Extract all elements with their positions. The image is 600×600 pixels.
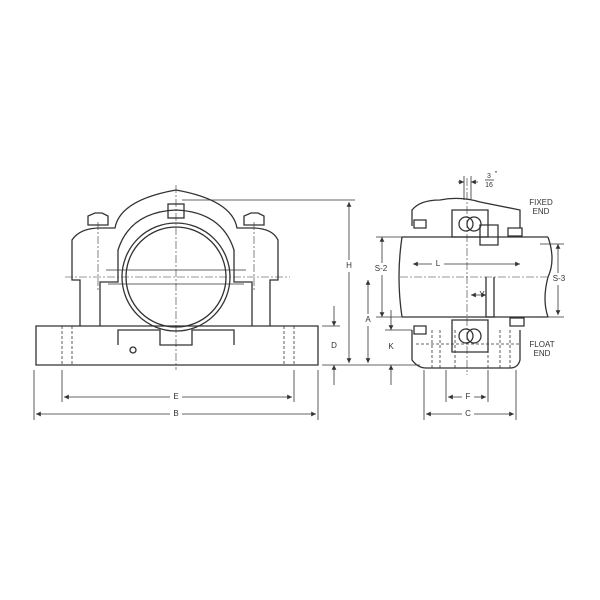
dim-H-label: H (346, 261, 352, 270)
offset-unit: " (495, 171, 498, 178)
dim-A-label: A (365, 315, 371, 324)
offset-denominator: 16 (485, 182, 493, 189)
fixed-end-label-2: END (533, 207, 550, 216)
dim-B-label: B (173, 409, 178, 418)
dim-K-label: K (388, 342, 394, 351)
dim-F-label: F (466, 392, 471, 401)
locking-collar (485, 277, 495, 318)
cap-bolts (87, 212, 265, 226)
base-outline (35, 325, 319, 366)
seals (413, 219, 525, 335)
float-end-label-1: FLOAT (529, 340, 554, 349)
dim-S3-label: S-3 (553, 274, 566, 283)
side-housing (411, 197, 521, 369)
dim-L-label: L (436, 259, 441, 268)
side-view (365, 176, 564, 420)
dim-Y-label: Y (479, 290, 485, 299)
fixed-end-label-1: FIXED (529, 198, 553, 207)
drain-plug (129, 346, 137, 354)
dim-S2-label: S-2 (375, 264, 388, 273)
dim-E-label: E (173, 392, 178, 401)
dim-C-label: C (465, 409, 471, 418)
offset-numerator: 3 (487, 173, 491, 180)
front-view (33, 185, 355, 420)
float-end-label-2: END (534, 349, 551, 358)
dim-D-label: D (331, 341, 337, 350)
